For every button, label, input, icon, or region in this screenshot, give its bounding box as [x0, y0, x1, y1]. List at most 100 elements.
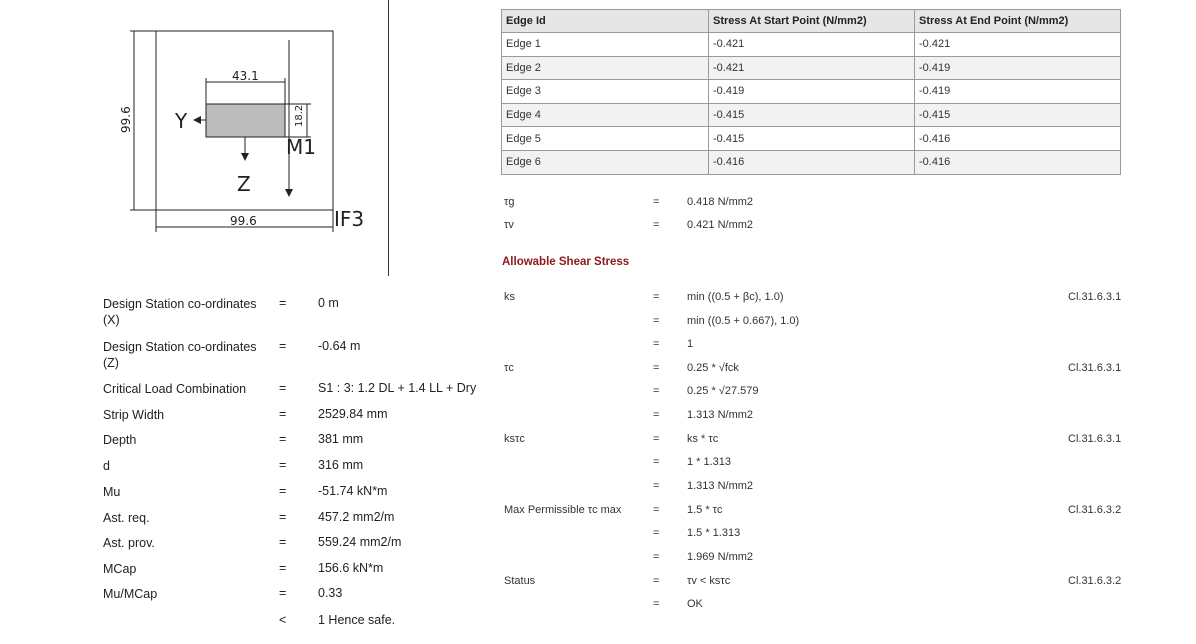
table-cell: Edge 6 [501, 149, 709, 175]
table-header-row: Edge Id Stress At Start Point (N/mm2) St… [501, 9, 1121, 33]
design-eq: = [279, 381, 287, 395]
design-eq: = [279, 535, 287, 549]
design-label: MCap [103, 562, 137, 576]
design-value: S1 : 3: 1.2 DL + 1.4 LL + Dry [318, 381, 477, 395]
column-header: Stress At End Point (N/mm2) [914, 9, 1121, 33]
design-value: 559.24 mm2/m [318, 535, 402, 549]
table-cell: -0.415 [708, 102, 915, 128]
design-eq: = [279, 484, 287, 498]
axis-z-label: Z [237, 172, 251, 196]
design-label: Depth [103, 433, 137, 447]
axis-y-label: Y [174, 109, 188, 133]
calc-clause: Cl.31.6.3.2 [1068, 504, 1122, 516]
table-cell: -0.416 [708, 149, 915, 175]
table-cell: -0.419 [914, 55, 1121, 81]
calc-eq: = [653, 385, 660, 397]
design-value: 457.2 mm2/m [318, 510, 395, 524]
calc-value: 1 [687, 338, 694, 350]
calc-label: ksτc [504, 433, 525, 445]
design-value: 156.6 kN*m [318, 561, 384, 575]
calc-clause: Cl.31.6.3.1 [1068, 291, 1122, 303]
design-value: 0 m [318, 296, 339, 310]
dim-top-label: 43.1 [232, 69, 259, 83]
table-cell: -0.415 [914, 102, 1121, 128]
stress-eq: = [653, 219, 660, 231]
stress-label: τv [504, 219, 514, 231]
table-cell: Edge 3 [501, 79, 709, 104]
footing-label: IF3 [334, 207, 364, 231]
calc-eq: = [653, 527, 660, 539]
design-eq: < [279, 613, 287, 627]
calc-eq: = [653, 291, 660, 303]
design-label: Ast. req. [103, 511, 150, 525]
calc-eq: = [653, 551, 660, 563]
calc-value: 1.5 * τc [687, 504, 723, 516]
table-cell: -0.416 [914, 126, 1121, 151]
footing-sketch: 99.6 99.6 43.1 18.2 Y Z M1 IF3 [119, 30, 364, 232]
calc-eq: = [653, 504, 660, 516]
design-value: 2529.84 mm [318, 407, 388, 421]
design-value: 316 mm [318, 458, 364, 472]
calc-value: 1.313 N/mm2 [687, 409, 754, 421]
design-label: d [103, 459, 110, 473]
design-label: Mu/MCap [103, 587, 158, 601]
design-label: Ast. prov. [103, 536, 155, 550]
table-cell: -0.421 [914, 32, 1121, 57]
calc-eq: = [653, 575, 660, 587]
design-label: Critical Load Combination [103, 382, 247, 396]
stress-value: 0.418 N/mm2 [687, 196, 754, 208]
calc-clause: Cl.31.6.3.1 [1068, 362, 1122, 374]
calc-eq: = [653, 338, 660, 350]
calc-eq: = [653, 480, 660, 492]
design-eq: = [279, 586, 287, 600]
calc-value: min ((0.5 + 0.667), 1.0) [687, 315, 800, 327]
table-row: Edge 6 -0.416 -0.416 [501, 149, 1121, 175]
calc-eq: = [653, 409, 660, 421]
calc-label: ks [504, 291, 515, 303]
calc-eq: = [653, 433, 660, 445]
calc-value: OK [687, 598, 703, 610]
calc-eq: = [653, 362, 660, 374]
calc-value: τv < ksτc [687, 575, 731, 587]
calc-label: τc [504, 362, 514, 374]
design-eq: = [279, 296, 287, 310]
calc-value: min ((0.5 + βc), 1.0) [687, 291, 784, 303]
design-label: Strip Width [103, 408, 165, 422]
table-cell: Edge 4 [501, 102, 709, 128]
calc-clause: Cl.31.6.3.2 [1068, 575, 1122, 587]
stress-label: τg [504, 196, 515, 208]
dim-left-label: 99.6 [119, 106, 133, 133]
design-eq: = [279, 458, 287, 472]
moment-label: M1 [286, 135, 316, 159]
table-cell: -0.419 [708, 79, 915, 104]
stress-eq: = [653, 196, 660, 208]
calc-value: 1.969 N/mm2 [687, 551, 754, 563]
calc-value: 0.25 * √27.579 [687, 385, 759, 397]
calc-eq: = [653, 598, 660, 610]
calc-eq: = [653, 315, 660, 327]
design-value: 1 Hence safe. [318, 613, 396, 627]
calc-label: Status [504, 575, 536, 587]
design-value: 381 mm [318, 432, 364, 446]
table-cell: -0.421 [708, 55, 915, 81]
design-value: -0.64 m [318, 339, 361, 353]
table-row: Edge 5 -0.415 -0.416 [501, 126, 1121, 151]
table-cell: -0.419 [914, 79, 1121, 104]
table-cell: -0.421 [708, 32, 915, 57]
calc-clause: Cl.31.6.3.1 [1068, 433, 1122, 445]
table-cell: -0.416 [914, 149, 1121, 175]
table-row: Edge 4 -0.415 -0.415 [501, 102, 1121, 128]
table-row: Edge 3 -0.419 -0.419 [501, 79, 1121, 104]
calc-label: Max Permissible τc max [504, 504, 622, 516]
column-header: Stress At Start Point (N/mm2) [708, 9, 915, 33]
design-eq: = [279, 339, 287, 353]
section-divider [388, 0, 389, 276]
design-eq: = [279, 407, 287, 421]
column-header: Edge Id [501, 9, 709, 33]
calc-value: 1.313 N/mm2 [687, 480, 754, 492]
design-label: Design Station co-ordinates (Z) [103, 340, 257, 370]
dim-side-label: 18.2 [294, 105, 305, 127]
table-row: Edge 1 -0.421 -0.421 [501, 32, 1121, 57]
calc-eq: = [653, 456, 660, 468]
design-label: Design Station co-ordinates (X) [103, 297, 257, 327]
